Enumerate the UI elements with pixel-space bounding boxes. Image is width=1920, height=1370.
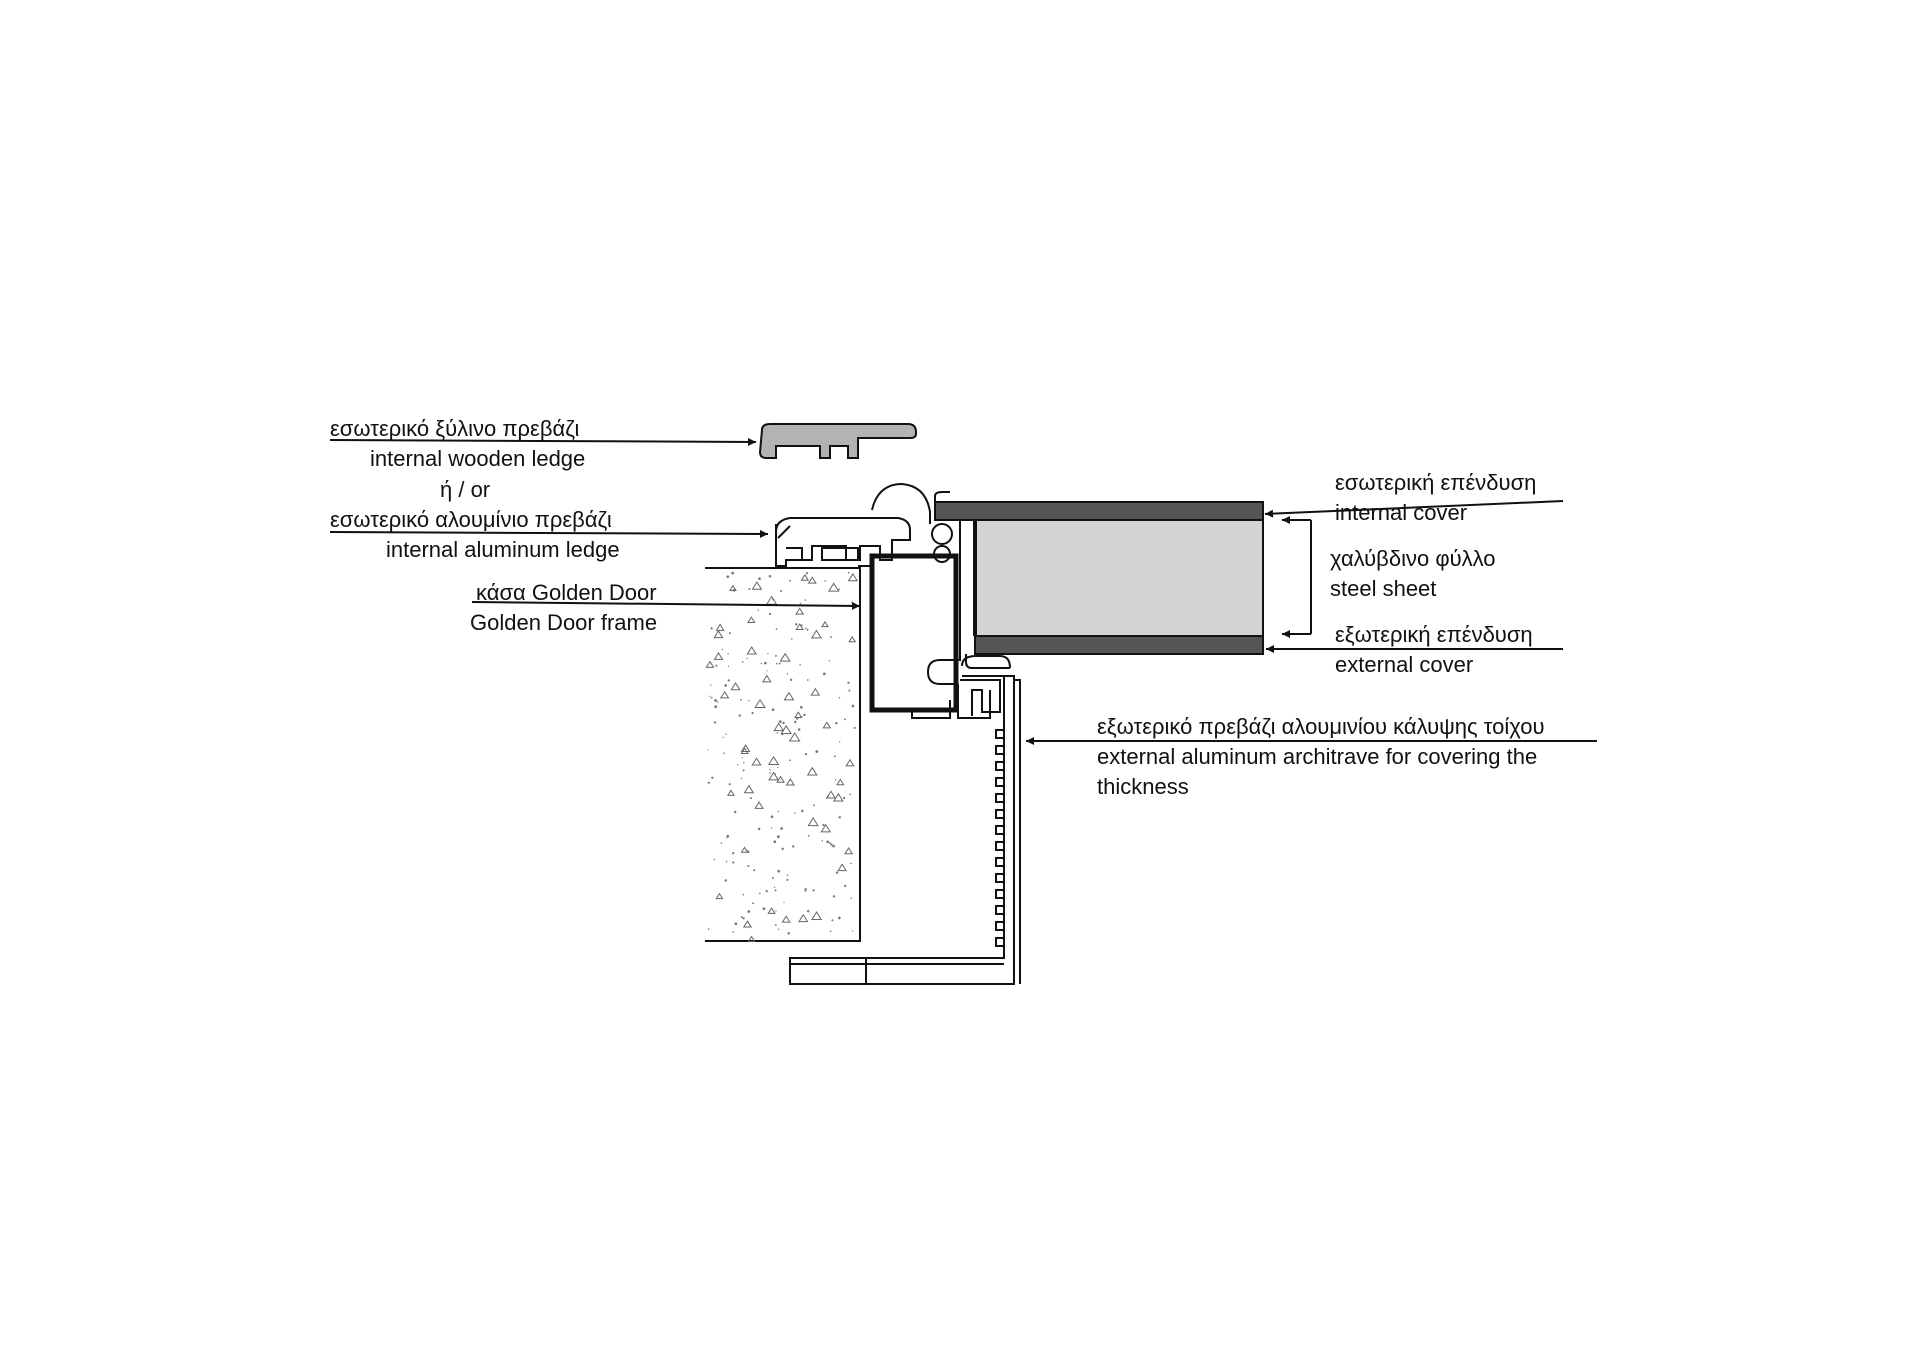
label-aluminum-ledge-gr: εσωτερικό αλουμίνιο πρεβάζι <box>330 507 612 532</box>
label-aluminum-ledge-en: internal aluminum ledge <box>386 537 620 562</box>
label-architrave-en-2: thickness <box>1097 774 1189 799</box>
label-steel-sheet-gr: χαλύβδινο φύλλο <box>1330 546 1496 571</box>
wall-concrete <box>705 567 861 942</box>
leader-lines <box>329 437 1597 745</box>
frame-gasket <box>961 655 1011 677</box>
label-external-cover-en: external cover <box>1335 652 1474 677</box>
label-steel-sheet-en: steel sheet <box>1330 576 1437 601</box>
internal-aluminum-ledge-shape <box>775 517 911 567</box>
internal-cover-shape <box>934 501 1264 521</box>
concrete-speckles <box>705 571 859 942</box>
label-frame-gr: κάσα Golden Door <box>476 580 657 605</box>
golden-door-frame-shape <box>858 548 991 719</box>
external-cover-shape <box>974 635 1264 655</box>
label-frame-en: Golden Door frame <box>470 610 658 635</box>
internal-wooden-ledge-shape <box>758 423 917 459</box>
label-wooden-ledge-gr: εσωτερικό ξύλινο πρεβάζι <box>330 416 580 441</box>
hinge-seal <box>871 482 953 563</box>
label-architrave-gr: εξωτερικό πρεβάζι αλουμινίου κάλυψης τοί… <box>1097 714 1545 739</box>
label-internal-cover-gr: εσωτερική επένδυση <box>1335 470 1537 495</box>
external-aluminum-architrave-shape <box>789 675 1021 985</box>
label-or: ή / or <box>440 477 491 502</box>
label-wooden-ledge-en: internal wooden ledge <box>370 446 586 471</box>
label-external-cover-gr: εξωτερική επένδυση <box>1335 622 1533 647</box>
label-internal-cover-en: internal cover <box>1335 500 1468 525</box>
label-architrave-en-1: external aluminum architrave for coverin… <box>1097 744 1538 769</box>
door-leaf <box>934 491 1264 669</box>
steel-sheet-shape <box>974 519 1264 637</box>
